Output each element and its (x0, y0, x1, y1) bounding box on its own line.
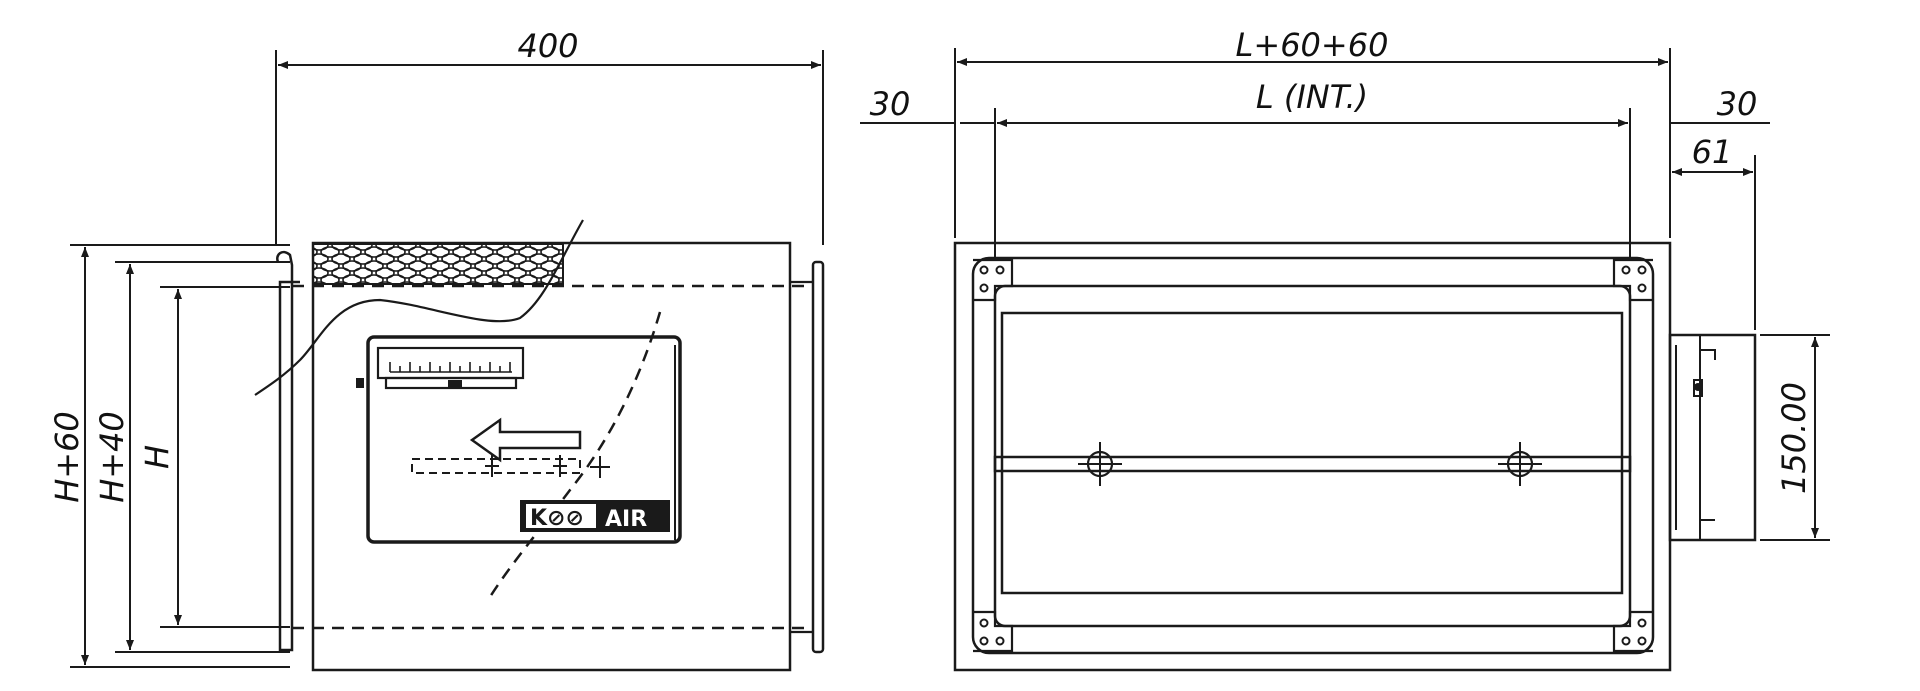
blade-swing-line (486, 311, 662, 601)
insulation (312, 243, 564, 285)
dimension-height-total-label: H+60 (48, 411, 86, 503)
front-view: L+60+60 L (INT.) 30 30 61 150.00 (860, 26, 1830, 672)
dimension-height: H (138, 286, 290, 628)
dimension-height-label: H (138, 445, 176, 469)
dimension-height-total: H+60 (48, 244, 290, 668)
dimension-actuator-height: 150.00 (1760, 334, 1830, 541)
corner-bracket-top-right (1612, 258, 1653, 302)
actuator-housing (1668, 333, 1757, 542)
dimension-actuator-offset: 61 (1672, 133, 1753, 176)
dimension-internal-length: L (INT.) (997, 78, 1628, 127)
airflow-arrow-icon (469, 417, 582, 463)
actuator-box (366, 335, 682, 544)
dimension-overall-length-label: L+60+60 (1236, 26, 1389, 64)
koolair-logo: K⊘⊘ AIR (520, 500, 670, 532)
dimension-internal-length-label: L (INT.) (1256, 78, 1368, 116)
side-view: 400 H+60 H+40 H (48, 27, 825, 672)
dimension-right-offset: 30 (1670, 85, 1770, 124)
corner-bracket-bottom-right (1612, 610, 1653, 653)
dimension-right-offset-label: 30 (1717, 85, 1758, 123)
logo-right: AIR (605, 507, 647, 532)
dimension-actuator-height-label: 150.00 (1775, 382, 1813, 494)
corner-bracket-bottom-left (973, 610, 1014, 653)
logo-left: K⊘⊘ (530, 506, 584, 531)
left-flange (276, 250, 300, 652)
corner-bracket-top-left (973, 258, 1014, 302)
blade-dashed (411, 458, 581, 474)
dimension-length: 400 (275, 27, 824, 245)
break-line (254, 219, 584, 396)
front-opening (1000, 311, 1624, 595)
dimension-left-offset-label: 30 (870, 85, 911, 123)
position-scale (356, 346, 525, 390)
dimension-length-label: 400 (517, 27, 578, 65)
bearing-left (1078, 442, 1122, 486)
blade-crosses (485, 455, 610, 478)
bearing-right (1498, 442, 1542, 486)
dimension-height-flange-label: H+40 (93, 411, 131, 503)
dimension-actuator-offset-label: 61 (1692, 133, 1733, 171)
dimension-height-flange: H+40 (93, 261, 290, 653)
dimension-left-offset: 30 (860, 85, 995, 124)
flange-joint (790, 280, 813, 634)
blade-shaft (993, 455, 1632, 473)
front-extension-lines (954, 48, 1756, 330)
dimension-overall-length: L+60+60 (957, 26, 1668, 66)
right-flange (811, 260, 825, 654)
front-flange-frame (971, 256, 1655, 655)
damper-body (311, 241, 792, 672)
